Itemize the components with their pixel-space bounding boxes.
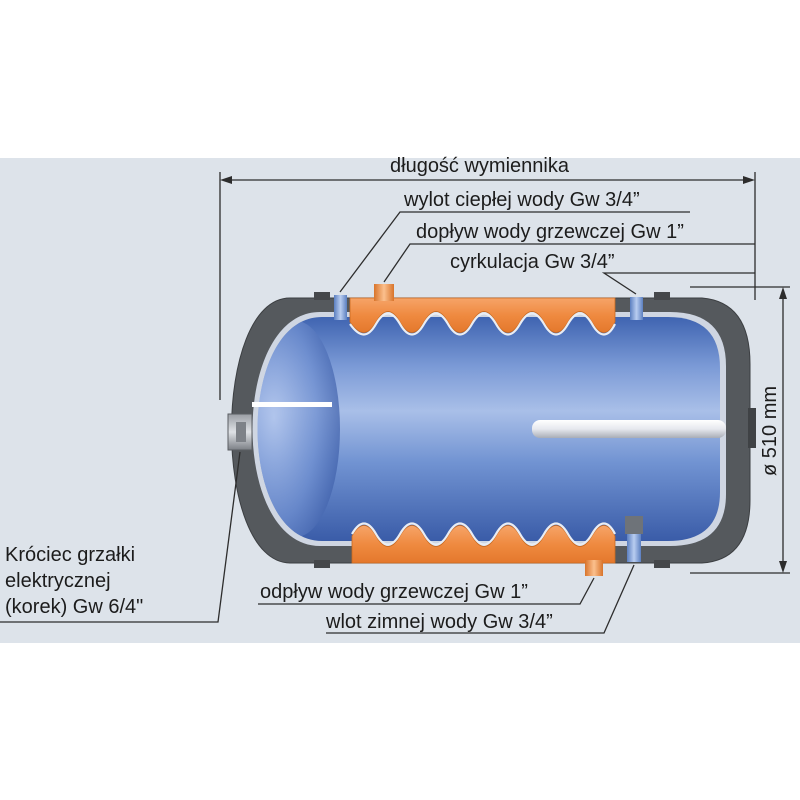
cold-inlet-label: wlot zimnej wody Gw 3/4” [325, 611, 553, 633]
right-end-plate [748, 408, 756, 448]
cold-inlet-leader [326, 564, 635, 634]
heater-plug [227, 413, 253, 451]
tank-body [257, 317, 720, 541]
heating-inlet-label: dopływ wody grzewczej Gw 1” [416, 221, 684, 243]
cold-water-inlet-cap [625, 516, 643, 534]
circulation-leader [601, 272, 755, 295]
heater-label-line-3: (korek) Gw 6/4" [5, 596, 143, 618]
diameter-dimension [690, 286, 790, 574]
heating-inlet-leader [383, 243, 755, 283]
heater-label-line-1: Króciec grzałki [5, 544, 135, 566]
shell-notches [314, 292, 670, 568]
hot-outlet-label: wylot ciepłej wody Gw 3/4” [403, 189, 640, 211]
tank-end-cap [257, 321, 340, 537]
diameter-label: ø 510 mm [759, 386, 781, 476]
heating-outlet-leader [258, 577, 595, 605]
heating-outlet-label: odpływ wody grzewczej Gw 1” [260, 581, 528, 603]
internal-rod-left [252, 402, 332, 407]
heater-leader [0, 451, 241, 623]
heater-label-line-2: elektrycznej [5, 570, 111, 592]
hot-outlet-leader [339, 211, 690, 293]
length-dimension [219, 172, 756, 400]
length-label: długość wymiennika [390, 155, 570, 177]
heating-inlet-nozzle [374, 284, 394, 301]
heating-outlet-nozzle [585, 560, 603, 576]
heating-jacket-top-lip [349, 312, 616, 336]
heating-jacket-bottom-lip [351, 522, 616, 546]
circulation-label: cyrkulacja Gw 3/4” [450, 251, 615, 273]
hot-water-outlet-nozzle [334, 295, 347, 320]
internal-rod-right [532, 420, 726, 438]
heating-jacket-bottom [351, 525, 616, 564]
circulation-nozzle [630, 297, 643, 320]
heating-jacket-top [349, 297, 616, 333]
